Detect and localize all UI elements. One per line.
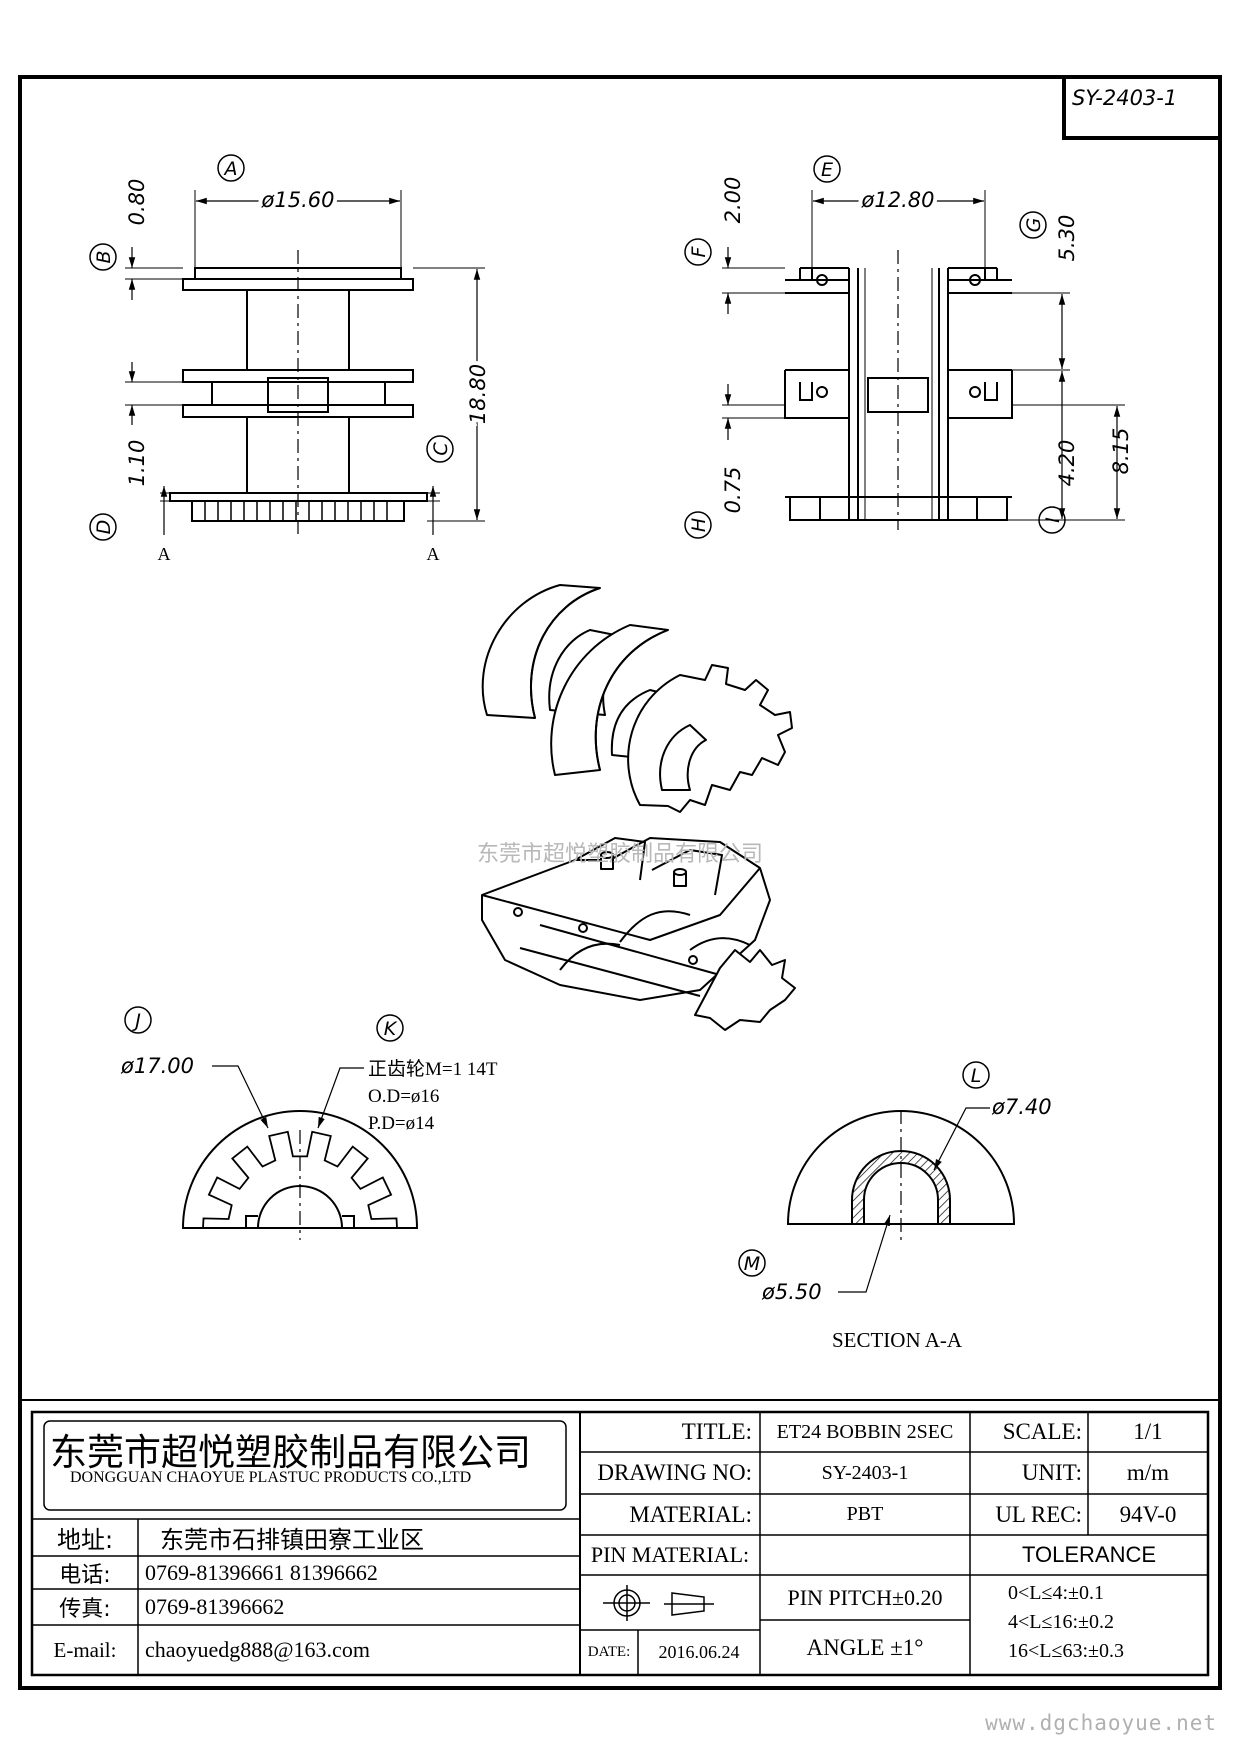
drawing-code-box: SY-2403-1 <box>1062 75 1222 140</box>
gear-outer-diameter: O.D=ø16 <box>368 1086 439 1107</box>
ul-rec-label: UL REC: <box>995 1501 1082 1527</box>
gear-view <box>181 1065 419 1240</box>
section-labels: L ø7.40 M ø5.50 SECTION A-A <box>738 1061 1052 1352</box>
unit-value: m/m <box>1126 1460 1170 1485</box>
unit-label: UNIT: <box>1021 1460 1082 1485</box>
label-c: C <box>430 442 452 456</box>
dimension-j: ø17.00 <box>120 1054 194 1078</box>
tolerance-label: TOLERANCE <box>1021 1542 1157 1567</box>
dimension-b: 0.80 <box>125 179 149 226</box>
top-left-view <box>125 190 485 535</box>
tolerance-range-3: 16<L≤63:±0.3 <box>1008 1639 1125 1662</box>
watermark: 东莞市超悦塑胶制品有限公司 <box>477 841 763 866</box>
label-b: B <box>93 250 115 263</box>
dimension-total: 8.15 <box>1109 428 1133 475</box>
isometric-lower-part <box>481 837 796 1031</box>
fax-label: 传真: <box>59 1597 111 1622</box>
gear-labels: J ø17.00 K 正齿轮M=1 14T O.D=ø16 P.D=ø14 <box>120 1006 498 1134</box>
section-mark-left: A <box>158 544 171 564</box>
section-mark-right: A <box>427 544 440 564</box>
email-value: chaoyuedg888@163.com <box>145 1637 370 1662</box>
label-i: I <box>1042 517 1064 523</box>
dimension-d: 1.10 <box>125 440 149 487</box>
dimension-e: ø12.80 <box>861 188 935 212</box>
dimension-c: 18.80 <box>466 364 490 424</box>
dimension-i: 4.20 <box>1055 440 1079 487</box>
drawing-code: SY-2403-1 <box>1072 86 1177 110</box>
label-f: F <box>688 245 710 257</box>
date-value: 2016.06.24 <box>658 1642 740 1662</box>
phone-label: 电话: <box>59 1562 111 1588</box>
label-g: G <box>1023 218 1045 233</box>
label-k: K <box>384 1018 398 1040</box>
label-e: E <box>821 159 833 181</box>
gear-spec: 正齿轮M=1 14T <box>368 1058 498 1080</box>
angle-tolerance: ANGLE ±1° <box>806 1634 924 1660</box>
material-label: MATERIAL: <box>629 1501 752 1527</box>
dimension-l: ø7.40 <box>991 1095 1052 1119</box>
pin-material-value <box>760 1535 970 1575</box>
phone-value: 0769-81396661 81396662 <box>145 1559 378 1585</box>
tolerance-range-2: 4<L≤16:±0.2 <box>1008 1610 1115 1633</box>
address-label: 地址: <box>56 1526 114 1554</box>
outer-border <box>18 75 1222 1690</box>
ul-rec-value: 94V-0 <box>1119 1501 1177 1527</box>
company-name-en: DONGGUAN CHAOYUE PLASTUC PRODUCTS CO.,LT… <box>70 1469 472 1486</box>
dimension-m: ø5.50 <box>761 1280 822 1304</box>
fax-value: 0769-81396662 <box>145 1594 285 1619</box>
gear-pitch-diameter: P.D=ø14 <box>368 1113 435 1134</box>
date-label: DATE: <box>587 1644 631 1660</box>
label-h: H <box>688 518 710 532</box>
address-value: 东莞市石排镇田寮工业区 <box>160 1526 424 1554</box>
material-value: PBT <box>846 1503 884 1525</box>
dimension-f: 2.00 <box>721 177 745 224</box>
label-d: D <box>93 520 115 535</box>
top-left-labels: A ø15.60 B 0.80 D 1.10 C 18.80 A A <box>89 154 494 564</box>
company-name-cn: 东莞市超悦塑胶制品有限公司 <box>50 1431 531 1474</box>
scale-value: 1/1 <box>1133 1419 1163 1444</box>
pin-material-label: PIN MATERIAL: <box>590 1542 750 1567</box>
label-m: M <box>744 1253 760 1275</box>
section-caption: SECTION A-A <box>832 1328 963 1352</box>
dimension-a: ø15.60 <box>261 188 335 212</box>
pin-symbol <box>603 1585 714 1621</box>
dimension-h: 0.75 <box>721 467 745 514</box>
isometric-upper-part <box>481 584 793 813</box>
title-block-grid <box>20 1399 1220 1677</box>
dimension-g: 5.30 <box>1055 215 1079 262</box>
title-label: TITLE: <box>681 1419 752 1444</box>
label-a: A <box>223 158 238 180</box>
drawing-no-value: SY-2403-1 <box>821 1461 909 1484</box>
tolerance-range-1: 0<L≤4:±0.1 <box>1008 1581 1105 1604</box>
pin-pitch: PIN PITCH±0.20 <box>787 1584 943 1610</box>
title-value: ET24 BOBBIN 2SEC <box>776 1420 954 1443</box>
top-right-view <box>722 190 1125 530</box>
section-view <box>786 1107 1016 1293</box>
email-label: E-mail: <box>53 1637 117 1662</box>
drawing-no-label: DRAWING NO: <box>597 1460 752 1485</box>
label-l: L <box>971 1065 982 1087</box>
website-watermark: www.dgchaoyue.net <box>985 1711 1217 1735</box>
scale-label: SCALE: <box>1002 1419 1082 1444</box>
top-right-labels: E ø12.80 F 2.00 H 0.75 G 5.30 I 4.20 8.1… <box>684 155 1133 539</box>
label-j: J <box>131 1010 141 1032</box>
